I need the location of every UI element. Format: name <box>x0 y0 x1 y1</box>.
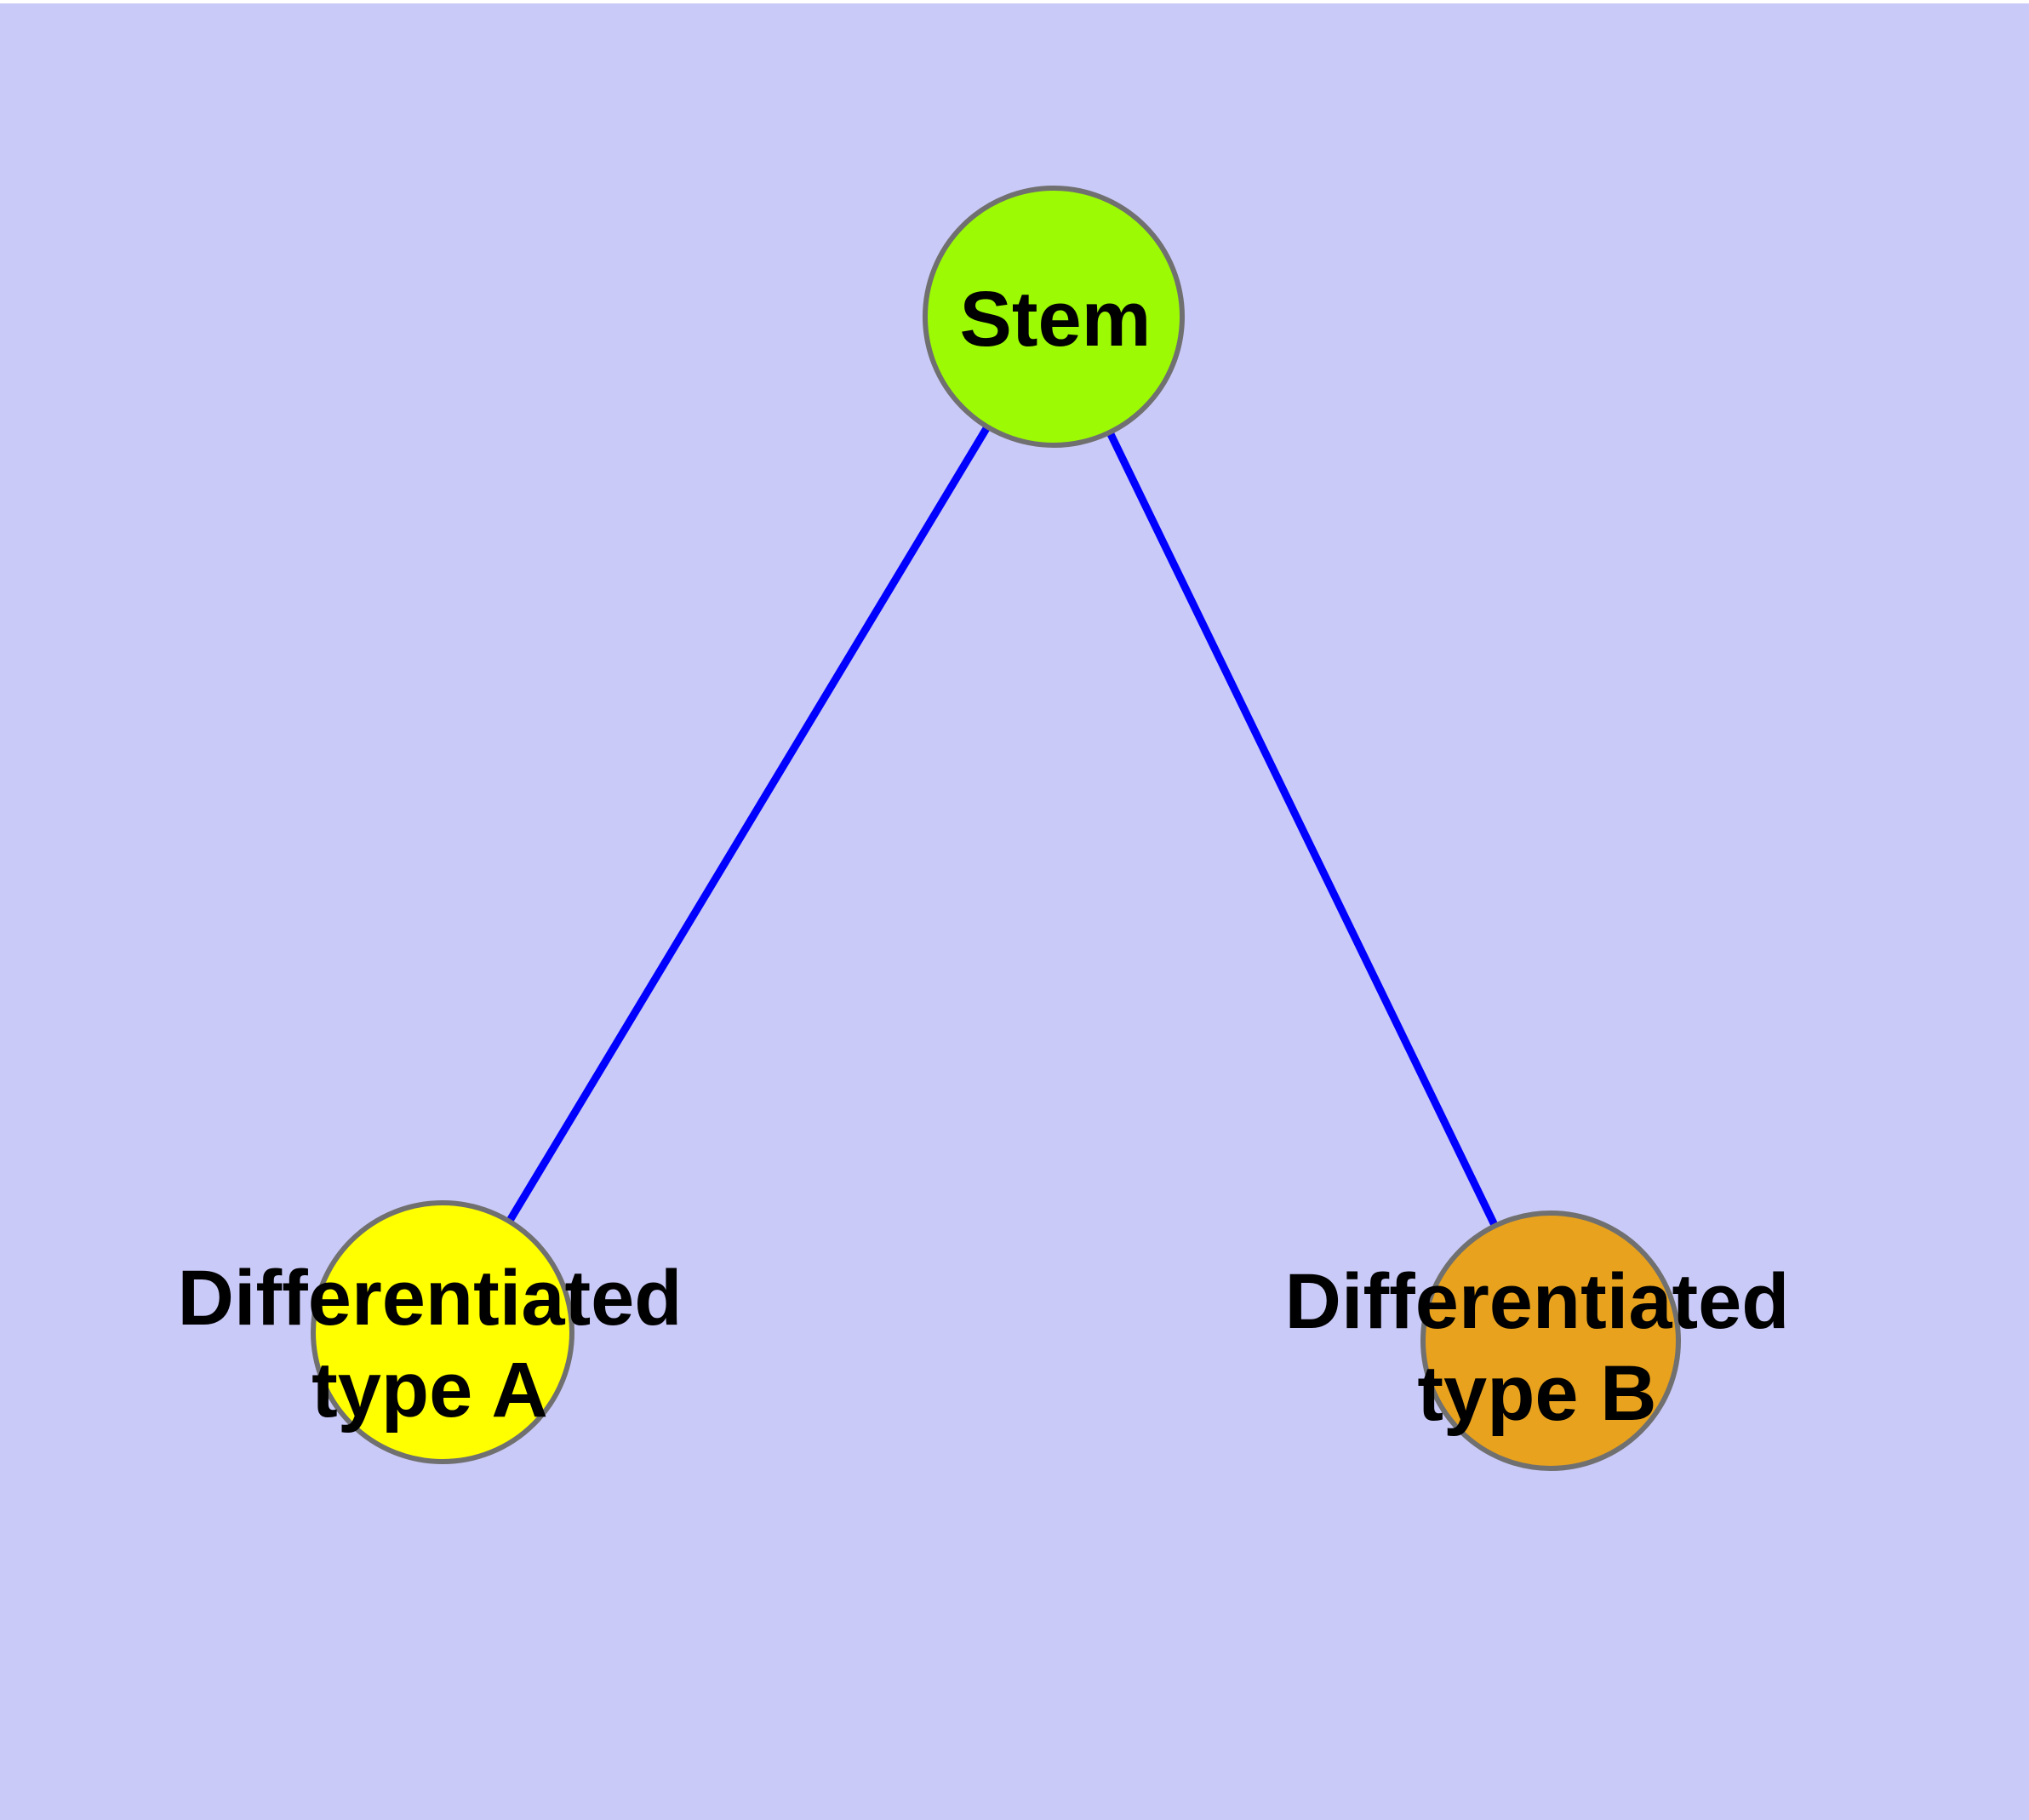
node-differentiated-type-b <box>1420 1210 1681 1471</box>
edge-stem-to-type-a <box>439 314 1057 1335</box>
node-type-b-label-line1: Differentiated <box>1285 1258 1790 1345</box>
node-type-a-label-line2: type A <box>311 1347 548 1434</box>
node-stem <box>923 186 1185 448</box>
edge-stem-to-type-b <box>1049 315 1555 1342</box>
node-type-b-label-line2: type B <box>1417 1350 1656 1437</box>
node-differentiated-type-a <box>311 1200 574 1464</box>
window-top-edge <box>0 0 2029 3</box>
node-stem-label: Stem <box>960 276 1152 363</box>
node-type-a-label-line1: Differentiated <box>178 1255 683 1342</box>
